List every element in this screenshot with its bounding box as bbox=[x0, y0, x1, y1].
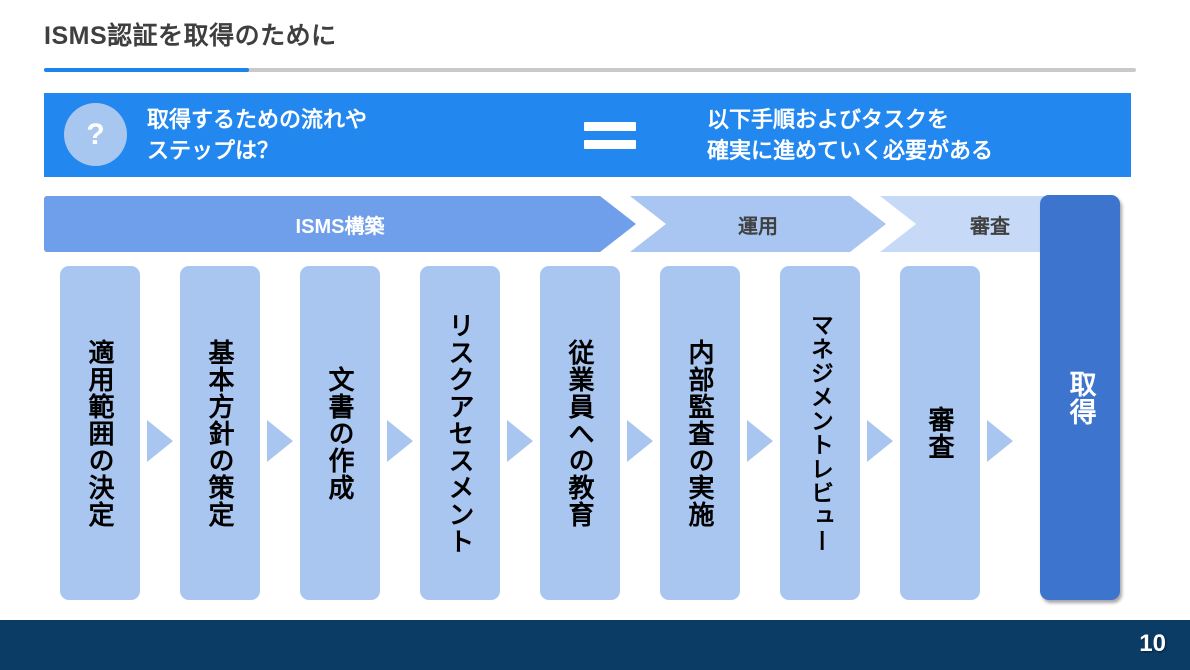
step-arrow-5 bbox=[627, 420, 653, 462]
question-mark-icon: ? bbox=[64, 103, 127, 166]
step-arrow-7 bbox=[867, 420, 893, 462]
step-box-2[interactable]: 基本方針の策定 bbox=[180, 266, 260, 600]
step-label: 取得 bbox=[1065, 369, 1096, 426]
question-mark-glyph: ? bbox=[86, 117, 105, 151]
page-title: ISMS認証を取得のために bbox=[44, 22, 337, 50]
step-arrow-6 bbox=[747, 420, 773, 462]
step-arrow-3 bbox=[387, 420, 413, 462]
phase-chevron-operation[interactable]: 運用 bbox=[630, 196, 886, 252]
step-box-3[interactable]: 文書の作成 bbox=[300, 266, 380, 600]
step-label: マネジメントレビュー bbox=[807, 313, 834, 553]
step-arrow-2 bbox=[267, 420, 293, 462]
phase-chevron-isms-build[interactable]: ISMS構築 bbox=[44, 196, 636, 252]
page-number: 10 bbox=[1139, 630, 1166, 657]
title-divider bbox=[44, 68, 1136, 72]
step-box-6[interactable]: 内部監査の実施 bbox=[660, 266, 740, 600]
step-box-7[interactable]: マネジメントレビュー bbox=[780, 266, 860, 600]
step-box-1[interactable]: 適用範囲の決定 bbox=[60, 266, 140, 600]
slide-footer: 10 bbox=[0, 620, 1190, 670]
title-divider-accent bbox=[44, 68, 249, 72]
step-label: 文書の作成 bbox=[325, 365, 356, 501]
banner-question-text: 取得するための流れや ステップは？ bbox=[147, 107, 368, 163]
step-arrow-1 bbox=[147, 420, 173, 462]
banner-answer-text: 以下手順およびタスクを 確実に進めていく必要がある bbox=[707, 107, 994, 163]
step-box-final-acquisition[interactable]: 取得 bbox=[1040, 195, 1120, 600]
step-box-8[interactable]: 審査 bbox=[900, 266, 980, 600]
question-banner: ? 取得するための流れや ステップは？ 以下手順およびタスクを 確実に進めていく… bbox=[44, 93, 1131, 177]
equals-sign-icon bbox=[584, 122, 636, 150]
step-label: 適用範囲の決定 bbox=[85, 338, 116, 528]
step-arrow-8 bbox=[987, 420, 1013, 462]
equals-bar-top bbox=[584, 122, 636, 131]
step-label: 基本方針の策定 bbox=[205, 338, 236, 528]
step-box-5[interactable]: 従業員への教育 bbox=[540, 266, 620, 600]
step-label: リスクアセスメント bbox=[445, 311, 476, 555]
step-label: 内部監査の実施 bbox=[685, 338, 716, 528]
step-box-4[interactable]: リスクアセスメント bbox=[420, 266, 500, 600]
step-label: 審査 bbox=[925, 406, 956, 460]
equals-bar-bottom bbox=[584, 140, 636, 149]
step-label: 従業員への教育 bbox=[565, 338, 596, 528]
step-arrow-4 bbox=[507, 420, 533, 462]
